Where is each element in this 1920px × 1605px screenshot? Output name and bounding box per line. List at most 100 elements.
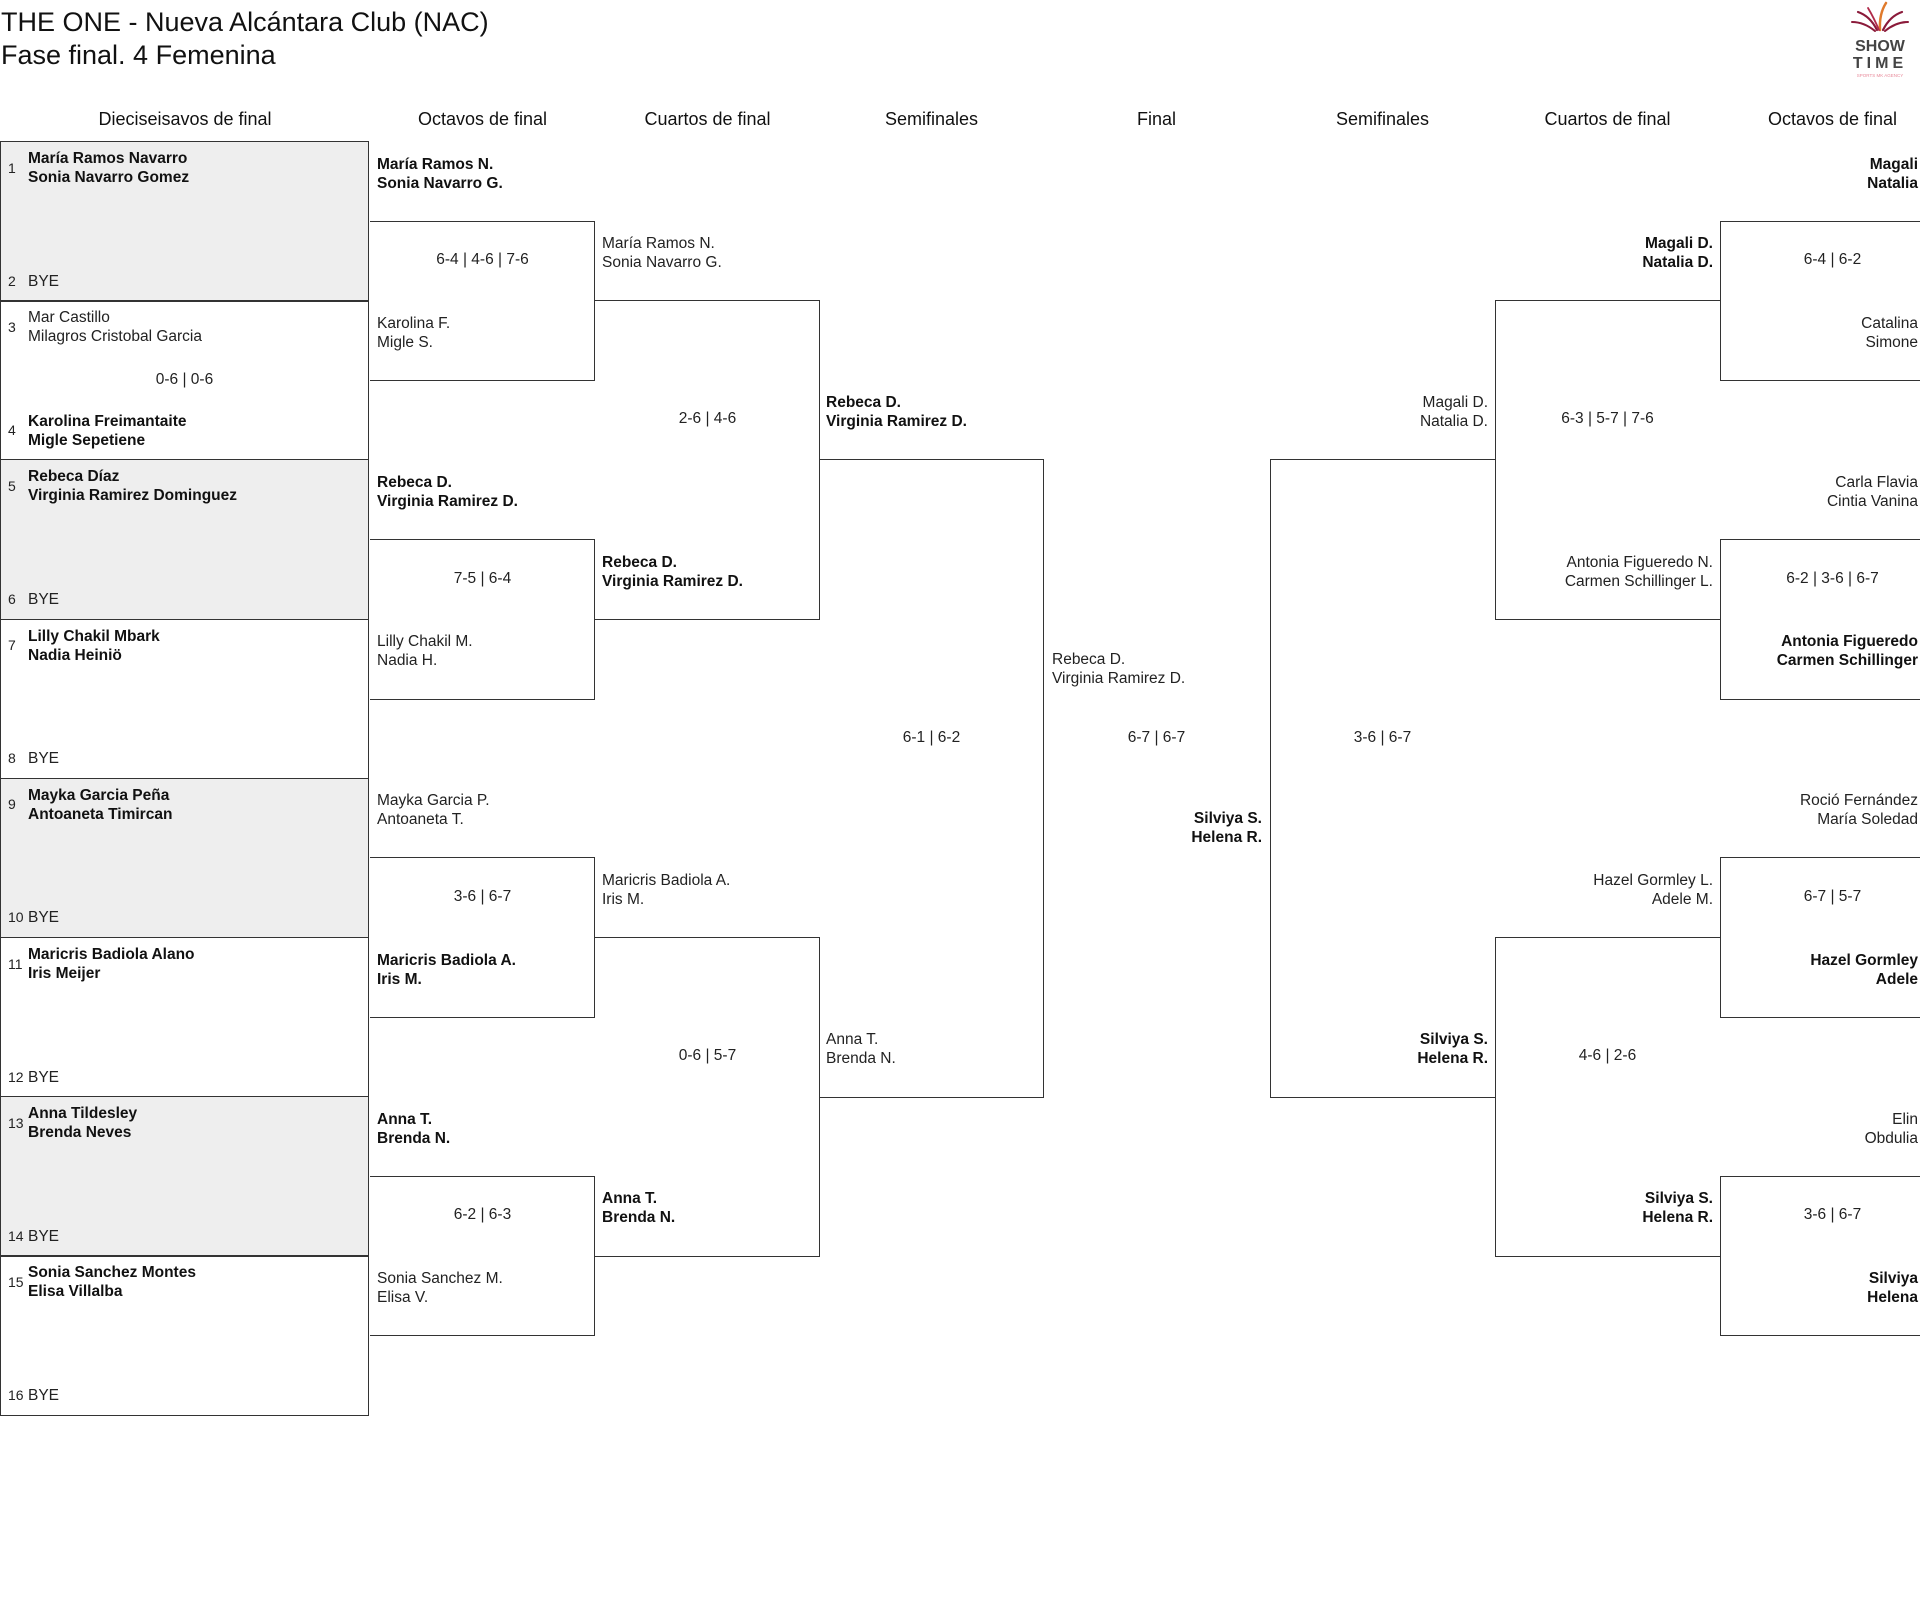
seed-number: 14: [8, 1227, 24, 1244]
player-name: Antoaneta T.: [377, 811, 464, 829]
team-entry[interactable]: Maricris Badiola A.Iris M.: [377, 951, 516, 989]
player-name: Elisa Villalba: [28, 1283, 123, 1301]
round-header: Octavos de final: [1767, 109, 1898, 129]
player-name: Lilly Chakil Mbark: [28, 627, 160, 645]
player-name: Migle S.: [377, 333, 433, 351]
player-name: Iris M.: [602, 891, 645, 908]
player-name: Cintia Vanina: [1826, 493, 1918, 510]
seed-number: 5: [8, 477, 16, 494]
player-name: Anna T.: [602, 1190, 658, 1208]
player-name: Natalia: [1867, 174, 1918, 192]
player-name: Iris Meijer: [28, 965, 101, 982]
team-entry[interactable]: Silviya S.Helena R.: [1191, 809, 1262, 847]
player-name: Brenda N.: [826, 1050, 896, 1068]
team-entry[interactable]: Sonia Sanchez M.Elisa V.: [377, 1269, 503, 1307]
match-score: 6-2 | 6-3: [453, 1206, 512, 1224]
seed-number: 3: [8, 318, 16, 335]
player-name: BYE: [28, 909, 60, 927]
player-name: Roció Fernández: [1799, 792, 1918, 810]
player-name: Rebeca D.: [1052, 650, 1126, 668]
player-name: Nadia H.: [377, 652, 438, 670]
team-entry[interactable]: Anna T.Brenda N.: [826, 1030, 896, 1068]
team-names: BYE: [28, 1068, 59, 1087]
team-entry[interactable]: Lilly Chakil M.Nadia H.: [377, 632, 473, 670]
team-entry[interactable]: Anna T.Brenda N.: [377, 1110, 450, 1148]
team-entry[interactable]: Silviya S.Helena R.: [1642, 1189, 1713, 1227]
player-name: Sonia Sanchez Montes: [28, 1264, 196, 1282]
team-entry[interactable]: Maricris Badiola A.Iris M.: [602, 871, 730, 909]
team-entry[interactable]: Antonia Figueredo N.Carmen Schillinger L…: [1565, 553, 1713, 591]
player-name: Maricris Badiola Alano: [28, 946, 195, 963]
player-name: Simone: [1865, 333, 1918, 351]
team-entry[interactable]: Karolina F.Migle S.: [377, 314, 450, 352]
match-score: 6-7 | 5-7: [1803, 888, 1862, 905]
player-name: Helena: [1867, 1289, 1918, 1306]
player-name: María Ramos N.: [377, 155, 494, 173]
match-score: 2-6 | 4-6: [678, 410, 737, 428]
team-entry[interactable]: Rebeca D.Virginia Ramirez D.: [377, 473, 518, 511]
team-entry[interactable]: María Ramos N.Sonia Navarro G.: [602, 234, 722, 272]
team-entry[interactable]: Magali D.Natalia D.: [1642, 234, 1713, 272]
player-name: Mayka Garcia Peña: [28, 786, 170, 804]
team-entry[interactable]: Rebeca D.Virginia Ramirez D.: [826, 393, 967, 431]
player-name: Helena R.: [1191, 828, 1262, 846]
player-name: Helena R.: [1642, 1209, 1713, 1227]
player-name: Silviya S.: [1419, 1031, 1488, 1049]
team-entry[interactable]: Silviya S.Helena R.: [1417, 1030, 1488, 1068]
team-entry[interactable]: Mayka Garcia P.Antoaneta T.: [377, 791, 490, 829]
team-entry[interactable]: Rebeca D.Virginia Ramirez D.: [1052, 650, 1185, 688]
player-name: Brenda Neves: [28, 1124, 132, 1142]
team-entry[interactable]: María Ramos N.Sonia Navarro G.: [377, 155, 503, 193]
player-name: Natalia D.: [1642, 254, 1713, 272]
player-name: Virginia Ramirez D.: [602, 572, 743, 590]
team-names: BYE: [28, 1227, 59, 1246]
team-entry[interactable]: Magali D.Natalia D.: [1420, 393, 1488, 431]
player-name: Maricris Badiola A.: [377, 951, 516, 969]
player-name: Magali D.: [1644, 235, 1713, 253]
logo-line2: TIME: [1853, 55, 1907, 72]
seed-number: 4: [8, 422, 16, 439]
team-entry[interactable]: Hazel Gormley L.Adele M.: [1593, 871, 1713, 909]
player-name: BYE: [28, 1068, 60, 1086]
match-connector: [370, 857, 595, 1019]
match-score: 3-6 | 6-7: [1803, 1206, 1862, 1224]
team-entry[interactable]: Rebeca D.Virginia Ramirez D.: [602, 553, 743, 591]
team-entry[interactable]: Anna T.Brenda N.: [602, 1189, 675, 1227]
